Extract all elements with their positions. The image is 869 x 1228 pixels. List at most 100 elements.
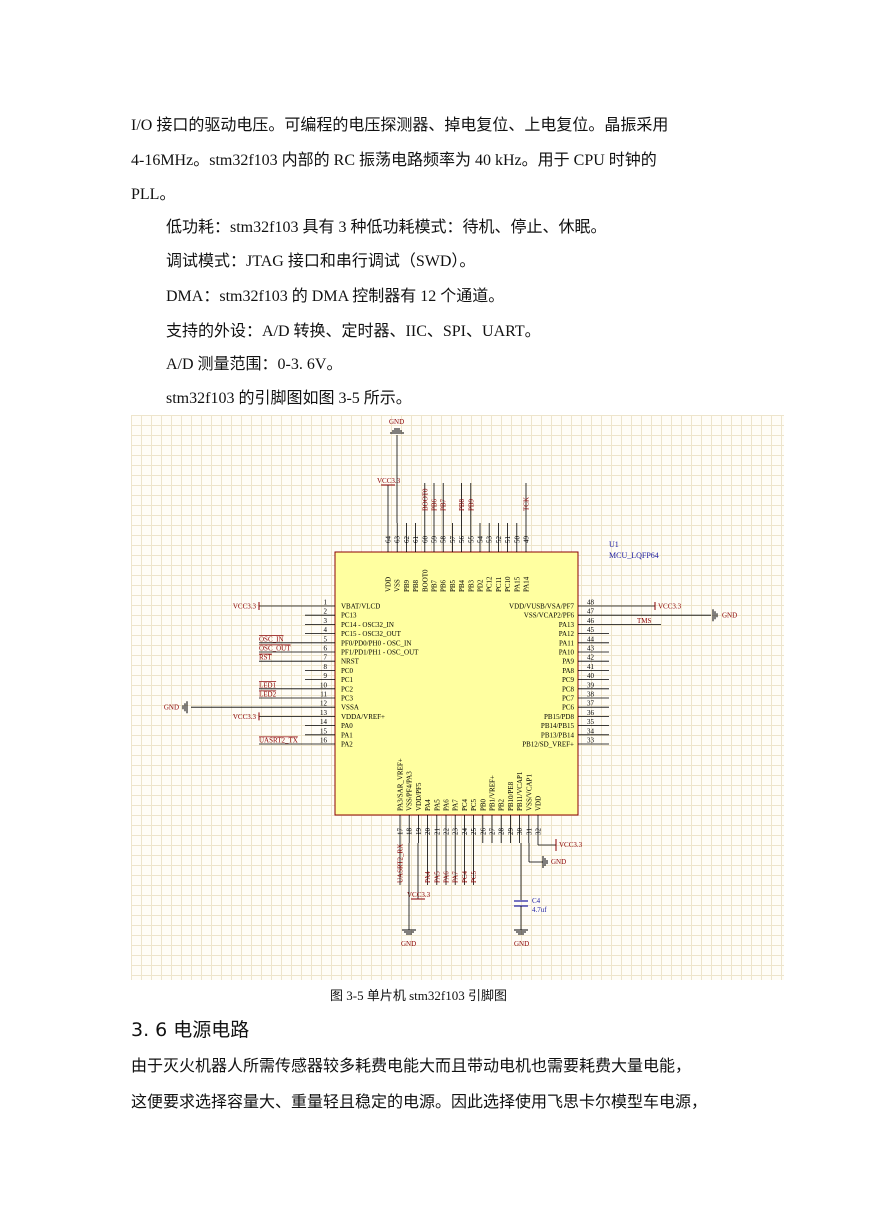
pin-name: PB6: [440, 579, 448, 592]
net-label: PA6: [443, 871, 451, 883]
pin-number: 60: [421, 536, 429, 544]
pin-number: 27: [489, 828, 497, 836]
pin-number: 46: [587, 617, 595, 625]
pin-number: 44: [587, 635, 595, 643]
pin-number: 63: [394, 536, 402, 544]
vcc-label: VCC3.3: [377, 477, 401, 485]
pin-number: 32: [535, 828, 543, 836]
pin-number: 25: [470, 828, 478, 836]
pin-name: VDD/PF5: [415, 782, 423, 811]
chip-part: MCU_LQFP64: [609, 551, 659, 560]
net-label: TMS: [637, 617, 652, 625]
pin-name: PC6: [562, 704, 575, 712]
pin-name: PC9: [562, 676, 575, 684]
paragraph-line: I/O 接口的驱动电压。可编程的电压探测器、掉电复位、上电复位。晶振采用: [131, 117, 669, 134]
pin-name: PB1/VREF+: [489, 775, 497, 811]
pin-number: 26: [479, 828, 487, 836]
net-label: PA7: [452, 871, 460, 883]
pin-name: PB2: [498, 798, 506, 811]
pin-name: PB10/PE8: [507, 781, 515, 811]
pin-number: 52: [495, 536, 503, 544]
pin-name: PA10: [559, 649, 575, 657]
net-label: UASRT2_TX: [259, 737, 298, 745]
pin-name: PC10: [504, 576, 512, 592]
pin-name: BOOT0: [421, 569, 429, 592]
pin-name: PB11/VCAP1: [516, 771, 524, 811]
pin-number: 28: [498, 828, 506, 836]
pin-name: PC12: [486, 576, 494, 592]
pin-name: PB12/SD_VREF+: [522, 741, 574, 749]
pin-number: 19: [415, 828, 423, 836]
vcc-label: VCC3.3: [407, 891, 431, 899]
gnd-label: GND: [722, 612, 737, 620]
capacitor-ref: C4: [532, 897, 541, 905]
pin-number: 59: [431, 536, 439, 544]
pin-name: PC2: [341, 685, 354, 693]
pin-name: PC1: [341, 676, 354, 684]
pin-number: 18: [406, 828, 414, 836]
pin-name: PC13: [341, 612, 357, 620]
pin-number: 51: [504, 536, 512, 544]
pin-name: VSSA: [341, 704, 359, 712]
gnd-label: GND: [164, 704, 179, 712]
pin-number: 12: [320, 700, 328, 708]
vcc-label: VCC3.3: [233, 603, 257, 611]
paragraph-peripherals: 支持的外设：A/D 转换、定时器、IIC、SPI、UART。: [166, 323, 541, 340]
vcc-label: VCC3.3: [233, 713, 257, 721]
paragraph-low-power: 低功耗：stm32f103 具有 3 种低功耗模式：待机、停止、休眠。: [166, 219, 607, 236]
pin-number: 14: [320, 718, 328, 726]
pin-number: 6: [324, 645, 328, 653]
pin-name: VDD: [535, 796, 543, 811]
pin-number: 35: [587, 718, 595, 726]
pin-number: 17: [397, 828, 405, 836]
pin-name: PA9: [562, 658, 574, 666]
pin-number: 55: [467, 536, 475, 544]
pin-name: VDD: [385, 577, 393, 592]
pin-number: 64: [385, 536, 393, 544]
pin-number: 50: [513, 536, 521, 544]
pin-number: 42: [587, 654, 595, 662]
paragraph-line: 由于灭火机器人所需传感器较多耗费电能大而且带动电机也需要耗费大量电能，: [131, 1058, 692, 1075]
pin-name: PC7: [562, 695, 575, 703]
pin-number: 5: [324, 635, 328, 643]
pin-name: PC14 - OSC32_IN: [341, 621, 394, 629]
pin-number: 41: [587, 663, 595, 671]
paragraph-ad-range: A/D 测量范围：0-3. 6V。: [166, 356, 343, 373]
pin-name: PA11: [559, 639, 575, 647]
pin-name: PB3: [467, 579, 475, 592]
pin-name: PC11: [495, 576, 503, 592]
pin-number: 53: [486, 536, 494, 544]
pin-number: 43: [587, 645, 595, 653]
pin-name: PB9: [403, 579, 411, 592]
pin-name: PD2: [477, 579, 485, 592]
paragraph-figure-ref: stm32f103 的引脚图如图 3-5 所示。: [166, 390, 412, 407]
net-label: RST: [259, 654, 273, 662]
paragraph-debug-mode: 调试模式：JTAG 接口和串行调试（SWD）。: [166, 253, 476, 270]
pin-number: 3: [324, 617, 328, 625]
net-label: PB8: [458, 498, 466, 511]
pin-number: 16: [320, 737, 328, 745]
pin-name: PA7: [452, 799, 460, 811]
pin-name: PA6: [443, 799, 451, 811]
pin-name: VSS/VCAP1: [525, 774, 533, 811]
pin-number: 22: [443, 828, 451, 836]
pin-number: 39: [587, 681, 595, 689]
section-heading: 3. 6 电源电路: [131, 1019, 250, 1041]
vcc-label: VCC3.3: [658, 603, 682, 611]
pin-number: 48: [587, 599, 595, 607]
pin-number: 34: [587, 727, 595, 735]
pin-number: 1: [324, 599, 328, 607]
pin-number: 21: [433, 828, 441, 836]
pin-number: 58: [440, 536, 448, 544]
pin-number: 62: [403, 536, 411, 544]
paragraph-dma: DMA：stm32f103 的 DMA 控制器有 12 个通道。: [166, 288, 505, 305]
pin-number: 54: [477, 536, 485, 544]
pin-name: PC5: [470, 798, 478, 811]
pin-name: PB15/PD8: [544, 713, 574, 721]
paragraph-line: 这便要求选择容量大、重量轻且稳定的电源。因此选择使用飞思卡尔模型车电源，: [131, 1094, 708, 1111]
pin-name: PB4: [458, 579, 466, 592]
pin-number: 37: [587, 700, 595, 708]
pin-name: NRST: [341, 658, 360, 666]
